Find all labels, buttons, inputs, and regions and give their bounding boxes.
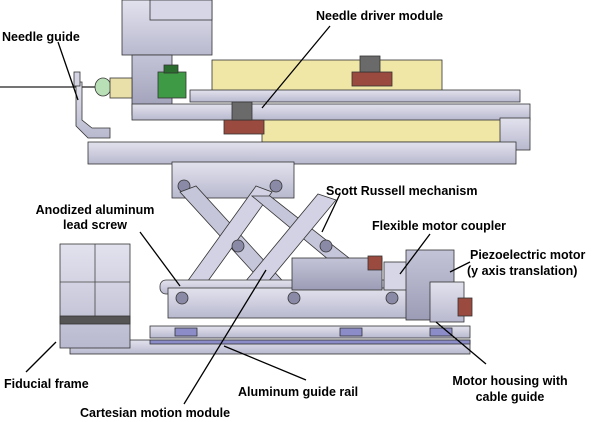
label-needle-guide: Needle guide [2,30,80,44]
lower-pivot-b [287,291,301,305]
label-fiducial-frame: Fiducial frame [4,377,89,391]
leader-needle-driver [261,25,331,109]
mid-pivot-right [319,239,333,253]
robot-illustration [0,0,531,355]
top-pivot-right [269,179,283,193]
connector-right [351,71,393,87]
driver-pcb-connector [163,64,179,74]
motor-mount [291,257,383,291]
leader-lines [25,25,487,405]
top-plate [189,89,521,103]
label-guide-rail: Aluminum guide rail [238,385,359,399]
mid-pivot-left [231,239,245,253]
label-scott-russell: Scott Russell mechanism [326,184,478,198]
connector-left-pins [231,101,253,121]
label-cartesian: Cartesian motion module [80,406,231,420]
label-needle-driver: Needle driver module [316,9,444,23]
leader-needle-guide [57,41,79,101]
guide-rail [149,325,471,339]
connector-left [223,119,265,135]
needle-guide-bracket [75,81,111,139]
needle-guide-post [73,71,81,87]
mid-rail [261,117,513,143]
bottom-bed-trim [149,339,471,345]
motor-plug [367,255,383,271]
label-piezo-line1: Piezoelectric motor [470,248,586,262]
driver-housing-side [149,0,213,21]
needle-hub [94,77,112,97]
top-rail [211,59,443,93]
leader-fiducial [25,341,57,373]
label-anodized-line1: Anodized aluminum [35,203,155,217]
leader-piezo [449,261,471,273]
rail-block-left [174,327,198,337]
needle-hub-body [109,77,133,99]
fiducial-band [59,315,131,325]
leader-housing [435,321,487,365]
lower-pivot-c [385,291,399,305]
base-plate [87,141,517,165]
leader-cartesian [183,269,267,405]
label-housing-line1: Motor housing with [452,374,568,388]
leader-coupler [399,233,431,275]
rail-block-mid [339,327,363,337]
rail-block-right [429,327,453,337]
motor-coupler [383,261,409,291]
mid-plate [131,103,531,121]
leader-anodized [139,231,181,287]
driver-pcb [157,71,187,99]
connector-right-pins [359,55,381,73]
housing-plug [457,297,473,317]
leader-guide-rail [223,345,307,381]
label-anodized-line2: lead screw [63,218,127,232]
label-piezo-line2: (y axis translation) [467,264,578,278]
leader-scott-russell [321,193,341,233]
label-flexible-coupler: Flexible motor coupler [372,219,507,233]
label-housing-line2: cable guide [475,390,545,404]
lower-pivot-a [175,291,189,305]
